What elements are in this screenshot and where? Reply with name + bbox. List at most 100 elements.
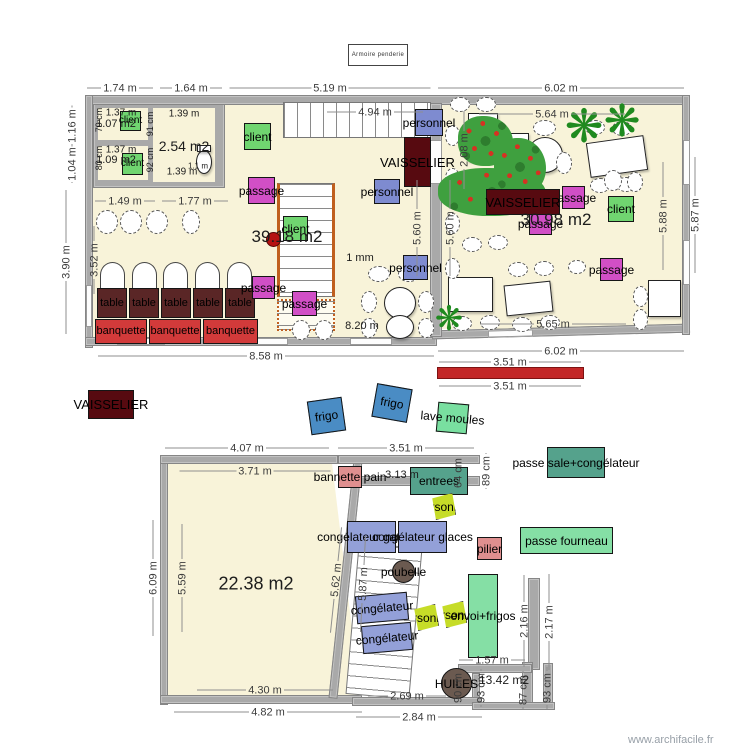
zone-cong-lateur-glaces[interactable]: congélateur glaces (372, 521, 473, 553)
dim-5-60-m: 5.60 m (444, 178, 457, 278)
zone-passe-fourneau[interactable]: passe fourneau (520, 527, 613, 554)
plant[interactable] (494, 138, 546, 196)
zone-passage[interactable]: passage (518, 212, 563, 235)
chair[interactable] (633, 286, 648, 307)
zone-banquette[interactable]: banquette (203, 319, 258, 344)
zone-passage[interactable]: passage (551, 186, 596, 209)
seat[interactable] (227, 262, 252, 288)
label-80-cm: 80 cm (94, 145, 104, 171)
zone-banquette[interactable]: banquette (95, 319, 147, 344)
zone-personnel[interactable]: personnel (361, 179, 413, 204)
dim-2-69-m: 2.69 m (366, 690, 448, 703)
zone-vaisselier[interactable]: VAISSELIER (74, 390, 148, 419)
zone-vaisselier[interactable]: VAISSELIER (486, 189, 560, 215)
zone-passe-sale-cong-lateur[interactable]: passe sale+congélateur (512, 447, 640, 478)
label-1-mm: 1 mm (346, 252, 374, 264)
chair[interactable] (585, 120, 605, 135)
zone-poubelle[interactable]: poubelle (381, 560, 426, 583)
chair[interactable] (361, 318, 377, 338)
zone-pilier[interactable]: pilier (477, 537, 502, 560)
dim-90-cm: 90 cm (452, 669, 465, 707)
zone-personnel[interactable]: personnel (432, 493, 456, 520)
chair[interactable] (418, 291, 434, 313)
chair[interactable] (488, 235, 508, 250)
zone-passage[interactable]: passage (282, 291, 327, 316)
zone-client[interactable]: client (121, 153, 144, 175)
chair[interactable] (462, 237, 482, 252)
zone-bannette-pain[interactable]: bannette pain (314, 466, 386, 488)
chair[interactable] (633, 309, 648, 330)
seat[interactable] (132, 262, 157, 288)
dim-4-94-m: 4.94 m (325, 106, 425, 119)
seat[interactable] (100, 262, 125, 288)
dining-table[interactable] (648, 280, 681, 317)
zone-table[interactable]: table (225, 288, 255, 318)
chair[interactable] (452, 316, 472, 331)
zone-table[interactable]: table (97, 288, 127, 318)
zone-cong-lateur[interactable]: congélateur (355, 621, 419, 655)
zone-passage[interactable]: passage (241, 276, 286, 299)
zone-client[interactable]: client (119, 111, 142, 131)
label-13-42-m2: 13.42 m2 (478, 673, 530, 687)
zone-passage[interactable]: passage (239, 177, 284, 204)
zone-client[interactable]: client (282, 216, 310, 241)
chair[interactable] (612, 121, 632, 136)
zone-frigo[interactable]: frigo (371, 383, 413, 423)
dining-table[interactable] (448, 277, 493, 312)
chair[interactable] (508, 262, 528, 277)
chair[interactable] (292, 320, 310, 340)
chair[interactable] (361, 291, 377, 313)
label-3-13-m: 3.13 m (385, 469, 419, 481)
seat[interactable] (163, 262, 188, 288)
chair[interactable] (96, 210, 118, 234)
zone-table[interactable]: table (161, 288, 191, 318)
chair[interactable] (182, 210, 200, 234)
dim-2-84-m: 2.84 m (354, 711, 484, 724)
zone-envoi-frigos[interactable]: envoi+frigos (450, 574, 516, 658)
dim-5-64-m: 5.64 m (477, 108, 627, 121)
dim-5-65-m: 5.65 m (478, 318, 628, 331)
dim-89-cm: 89 cm (480, 451, 493, 491)
chair[interactable] (533, 120, 556, 136)
watermark: www.archifacile.fr (628, 734, 714, 746)
label-1-07-m2: 1.07 m2 (96, 118, 136, 130)
chair[interactable] (418, 318, 434, 338)
zone-table[interactable]: table (193, 288, 223, 318)
dining-table[interactable] (503, 280, 554, 317)
chair[interactable] (120, 210, 142, 234)
dim-3-71-m: 3.71 m (178, 465, 333, 478)
palm-plant-icon[interactable]: ❋ (434, 300, 464, 338)
dim-2-08-m: 2.08 m (458, 109, 471, 191)
chair[interactable] (627, 172, 643, 192)
red-marker-dot[interactable] (266, 232, 281, 247)
chair[interactable] (534, 261, 554, 276)
kitchen-room-floor (168, 463, 360, 695)
round-table[interactable] (386, 315, 414, 339)
zone-passage[interactable]: passage (589, 258, 634, 281)
zone-frigo[interactable]: frigo (306, 396, 347, 436)
dim-1-77-m: 1.77 m (160, 195, 230, 208)
dim-2-17-m: 2.17 m (543, 572, 556, 672)
dim-4-07-m: 4.07 m (163, 442, 331, 455)
chair[interactable] (556, 152, 572, 174)
chair[interactable] (604, 170, 622, 191)
note-box[interactable]: Armoire penderie (348, 44, 408, 66)
toilet-tank[interactable] (197, 145, 211, 152)
zone-client[interactable]: client (607, 196, 635, 222)
dim-3-51-m: 3.51 m (437, 356, 583, 369)
round-table[interactable] (384, 287, 416, 319)
red-counter-bar[interactable] (437, 367, 584, 379)
chair[interactable] (146, 210, 168, 234)
dim-1-49-m: 1.49 m (93, 195, 157, 208)
zone-client[interactable]: client (244, 123, 272, 150)
chair[interactable] (568, 260, 586, 274)
dim-4-30-m: 4.30 m (195, 684, 335, 697)
seat[interactable] (195, 262, 220, 288)
zone-lave-moules[interactable]: lave moules (420, 401, 485, 435)
dim-1-74-m: 1.74 m (85, 82, 155, 95)
chair[interactable] (368, 266, 390, 282)
zone-table[interactable]: table (129, 288, 159, 318)
wall (160, 455, 338, 464)
zone-banquette[interactable]: banquette (149, 319, 201, 344)
chair[interactable] (315, 320, 333, 340)
